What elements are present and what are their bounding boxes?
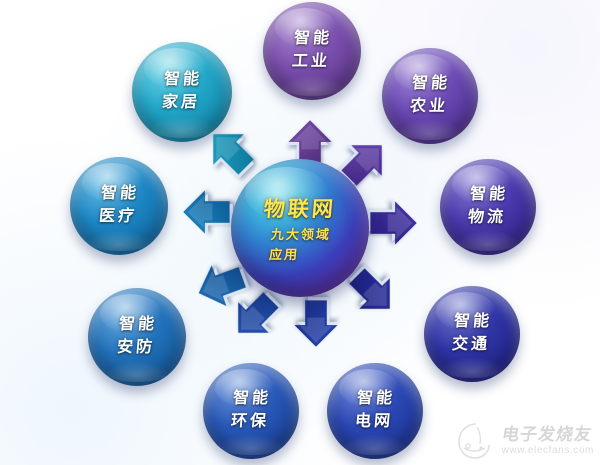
domain-node-label: 智能物流 [467, 184, 509, 229]
domain-node-smart-healthcare[interactable]: 智能医疗 [70, 157, 168, 255]
domain-node-label-line2: 交通 [451, 336, 491, 353]
domain-node-label-line1: 智能 [293, 30, 333, 48]
arrow-to-home [192, 113, 268, 189]
domain-node-label-line2: 家居 [161, 94, 201, 111]
domain-node-label: 智能家居 [161, 69, 203, 114]
domain-node-smart-agriculture[interactable]: 智能农业 [382, 48, 478, 144]
domain-node-label-line2: 安防 [116, 339, 156, 356]
domain-node-label: 智能交通 [451, 311, 493, 356]
domain-node-label: 智能环保 [230, 388, 272, 433]
domain-node-label: 智能安防 [116, 314, 158, 359]
center-subtitle-line2: 应用 [268, 246, 300, 261]
domain-node-label-line2: 农业 [409, 98, 449, 115]
domain-node-label-line2: 环保 [230, 413, 270, 430]
domain-node-label-line2: 电网 [354, 413, 394, 430]
arrow-to-industry [283, 117, 337, 171]
domain-node-label-line1: 智能 [100, 185, 140, 203]
domain-node-label-line1: 智能 [411, 75, 451, 93]
domain-node-label-line1: 智能 [469, 186, 509, 204]
arrow-to-environment [217, 278, 293, 354]
domain-node-smart-logistics[interactable]: 智能物流 [440, 159, 536, 255]
center-sphere[interactable]: 物联网 九大领域 应用 [231, 159, 369, 297]
domain-node-label-line1: 智能 [356, 390, 396, 408]
domain-node-smart-home[interactable]: 智能家居 [132, 42, 232, 142]
domain-node-label-line1: 智能 [118, 316, 158, 334]
domain-node-label-line1: 智能 [453, 313, 493, 331]
arrow-to-security [186, 250, 255, 319]
domain-node-label-line1: 智能 [163, 71, 203, 89]
arrow-to-transportation [335, 254, 411, 330]
center-subtitle-line1: 九大领域 [270, 226, 332, 242]
arrow-to-healthcare [180, 185, 234, 239]
arrow-to-grid [289, 296, 343, 350]
center-subtitle: 九大领域 应用 [268, 225, 331, 264]
domain-node-label: 智能电网 [354, 388, 396, 433]
center-title: 物联网 [262, 196, 337, 221]
domain-node-label: 智能工业 [291, 28, 333, 73]
domain-node-smart-environment[interactable]: 智能环保 [203, 363, 299, 459]
arrow-to-agriculture [327, 124, 403, 200]
domain-node-label: 智能农业 [409, 73, 451, 118]
domain-node-smart-security[interactable]: 智能安防 [88, 288, 186, 386]
domain-node-label-line2: 物流 [467, 209, 507, 226]
domain-node-label: 智能医疗 [98, 183, 140, 228]
domain-node-smart-industry[interactable]: 智能工业 [263, 2, 361, 100]
domain-node-label-line2: 医疗 [98, 208, 138, 225]
arrow-to-logistics [366, 196, 420, 250]
domain-node-smart-grid[interactable]: 智能电网 [327, 363, 423, 459]
domain-node-smart-transportation[interactable]: 智能交通 [424, 286, 520, 382]
domain-node-label-line1: 智能 [232, 390, 272, 408]
domain-node-label-line2: 工业 [291, 53, 331, 70]
